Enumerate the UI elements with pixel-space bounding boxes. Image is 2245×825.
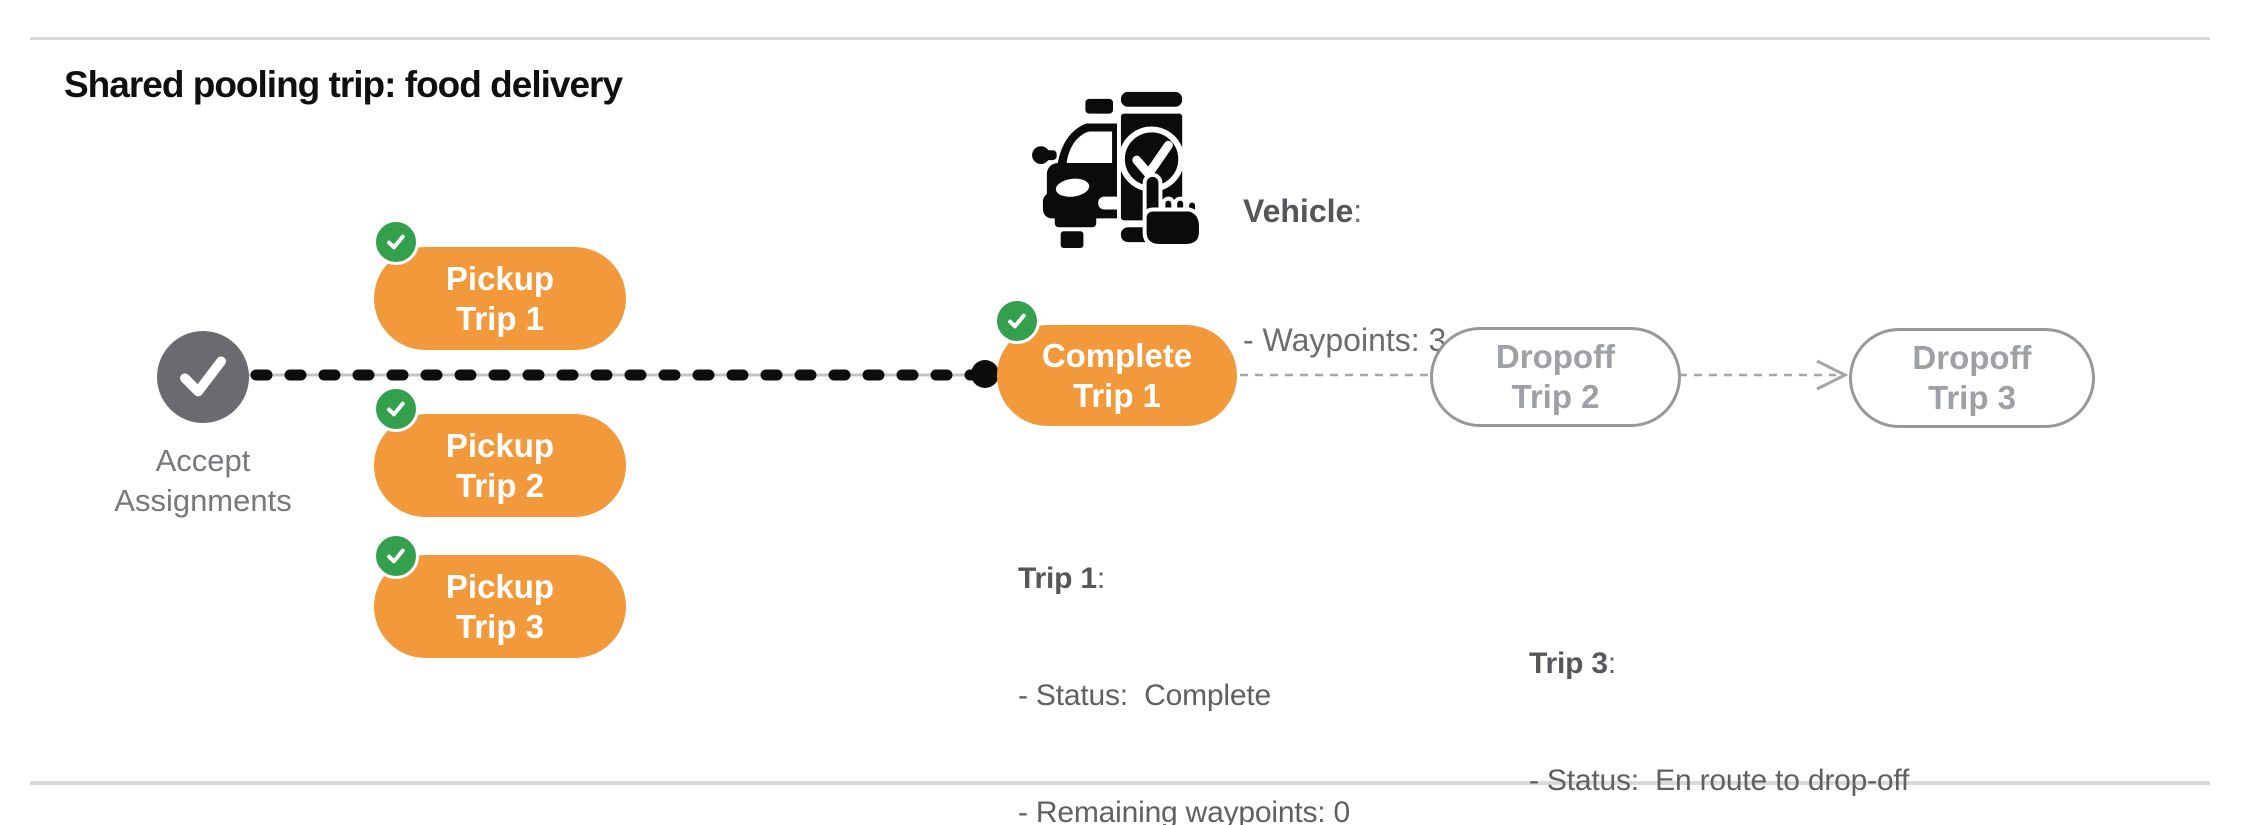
- vehicle-label-colon: :: [1353, 193, 1363, 229]
- arrow-head-icon: [1816, 359, 1849, 391]
- node-label-line1: Complete: [1041, 336, 1193, 374]
- node-dropoff-trip-3: Dropoff Trip 3: [1849, 328, 2095, 428]
- node-label-line2: Trip 2: [455, 466, 545, 504]
- node-label-line2: Trip 1: [455, 299, 545, 337]
- check-badge-icon: [387, 548, 405, 564]
- check-badge-icon: [387, 234, 405, 250]
- vehicle-label-text: Vehicle: [1243, 193, 1354, 229]
- accept-assignments-node: [157, 331, 249, 423]
- trip1-trip2-status-block: Trip 1: - Status: Complete - Remaining w…: [1018, 481, 1398, 825]
- trip1-colon: :: [1096, 562, 1105, 595]
- node-pickup-trip-1: Pickup Trip 1: [374, 247, 626, 350]
- trip1-status-line: - Status: Complete: [1018, 679, 1271, 712]
- node-dropoff-trip-2: Dropoff Trip 2: [1430, 327, 1681, 427]
- check-icon: [180, 356, 226, 397]
- junction-dot: [971, 360, 999, 388]
- check-badge-pickup-trip-3: [373, 533, 419, 579]
- trip1-name: Trip 1: [1018, 562, 1097, 595]
- check-badge-complete-trip-1: [994, 298, 1040, 344]
- accept-label-line1: Accept: [155, 443, 251, 478]
- node-label-line2: Trip 3: [455, 607, 545, 645]
- node-pickup-trip-3: Pickup Trip 3: [374, 555, 626, 658]
- node-label-line2: Trip 1: [1072, 376, 1162, 414]
- node-label-line2: Trip 2: [1511, 378, 1600, 415]
- check-badge-pickup-trip-1: [373, 219, 419, 265]
- trip3-status-line: - Status: En route to drop-off: [1529, 764, 1910, 797]
- vehicle-label: Vehicle:: [1243, 190, 1446, 233]
- node-label-line1: Dropoff: [1495, 338, 1616, 375]
- trip3-status-block: Trip 3: - Status: En route to drop-off -…: [1529, 566, 1909, 825]
- node-label-line1: Pickup: [445, 259, 555, 297]
- trip3-colon: :: [1607, 647, 1616, 680]
- trip3-title: Trip 3:: [1529, 644, 1909, 683]
- accept-label-line2: Assignments: [114, 483, 292, 518]
- trip1-title: Trip 1:: [1018, 559, 1398, 598]
- node-complete-trip-1: Complete Trip 1: [997, 325, 1237, 426]
- bottom-divider: [30, 781, 2210, 785]
- accept-assignments-label: Accept Assignments: [53, 441, 353, 521]
- node-label-line1: Pickup: [445, 567, 555, 605]
- trip3-name: Trip 3: [1529, 647, 1608, 680]
- trip1-waypoints-line: - Remaining waypoints: 0: [1018, 796, 1351, 825]
- node-label-line1: Pickup: [445, 426, 555, 464]
- check-badge-icon: [1008, 313, 1026, 329]
- node-label-line1: Dropoff: [1912, 339, 2032, 376]
- check-badge-icon: [387, 401, 405, 417]
- check-badge-pickup-trip-2: [373, 386, 419, 432]
- page-title: Shared pooling trip: food delivery: [64, 64, 623, 105]
- top-divider: [30, 37, 2210, 40]
- vehicle-info: Vehicle: - Waypoints: 3: [1243, 104, 1446, 448]
- node-pickup-trip-2: Pickup Trip 2: [374, 414, 626, 517]
- node-label-line2: Trip 3: [1927, 379, 2017, 416]
- car-with-phone-check-icon: [1032, 87, 1203, 248]
